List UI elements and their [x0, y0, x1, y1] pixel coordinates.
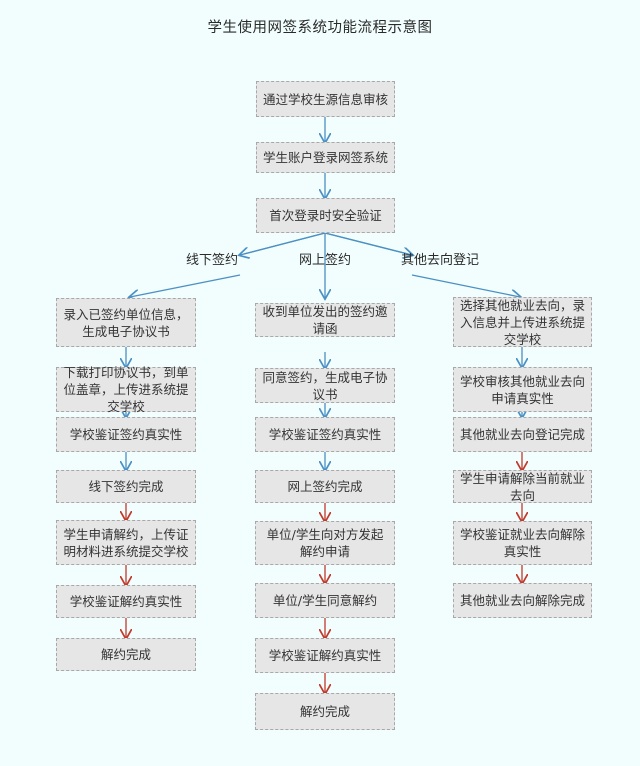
node-l6[interactable]: 学校鉴证解约真实性 [56, 585, 196, 618]
node-m2[interactable]: 同意签约，生成电子协议书 [255, 368, 395, 403]
node-r5[interactable]: 学校鉴证就业去向解除真实性 [453, 521, 592, 565]
node-m1[interactable]: 收到单位发出的签约邀请函 [255, 303, 395, 337]
node-m7[interactable]: 学校鉴证解约真实性 [255, 638, 395, 673]
node-r1[interactable]: 选择其他就业去向，录入信息并上传进系统提交学校 [453, 297, 592, 347]
node-r6[interactable]: 其他就业去向解除完成 [453, 583, 592, 618]
node-t2[interactable]: 学生账户登录网签系统 [256, 142, 395, 173]
node-m5[interactable]: 单位/学生向对方发起解约申请 [255, 521, 395, 565]
page-title: 学生使用网签系统功能流程示意图 [207, 20, 433, 36]
node-l3[interactable]: 学校鉴证签约真实性 [56, 417, 196, 452]
node-r2[interactable]: 学校审核其他就业去向申请真实性 [453, 367, 592, 412]
node-m4[interactable]: 网上签约完成 [255, 470, 395, 503]
node-l4[interactable]: 线下签约完成 [56, 470, 196, 503]
branch-label-other: 其他去向登记 [400, 253, 479, 268]
node-t1[interactable]: 通过学校生源信息审核 [256, 81, 395, 117]
node-l1[interactable]: 录入已签约单位信息，生成电子协议书 [56, 298, 196, 347]
node-m8[interactable]: 解约完成 [255, 693, 395, 730]
node-t3[interactable]: 首次登录时安全验证 [256, 198, 395, 233]
branch-label-online: 网上签约 [298, 253, 351, 268]
node-l7[interactable]: 解约完成 [56, 638, 196, 671]
node-m6[interactable]: 单位/学生同意解约 [255, 583, 395, 618]
node-l5[interactable]: 学生申请解约，上传证明材料进系统提交学校 [56, 520, 196, 565]
node-l2[interactable]: 下载打印协议书，到单位盖章，上传进系统提交学校 [56, 365, 196, 414]
branch-label-offline: 线下签约 [185, 253, 238, 268]
node-m3[interactable]: 学校鉴证签约真实性 [255, 417, 395, 452]
node-r4[interactable]: 学生申请解除当前就业去向 [453, 470, 592, 503]
node-r3[interactable]: 其他就业去向登记完成 [453, 417, 592, 452]
